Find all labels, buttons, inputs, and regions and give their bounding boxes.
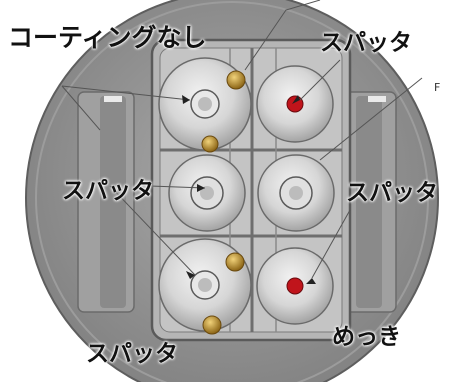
leader-line [311,209,351,279]
brass-pin [202,315,222,335]
left-bracket-highlight [104,96,122,102]
right-bracket-highlight [368,96,386,102]
leader-line [244,0,321,71]
right-bracket-slot [356,96,382,308]
arrow-head [197,184,205,192]
leader-line [149,185,206,189]
label-no-coating: コーティングなし [8,23,207,52]
label-plating: めっき [332,324,401,350]
roller-top-right [256,65,334,143]
roller-top-left [158,57,252,153]
arrow-head [292,95,300,104]
label-sputter-mid-right: スパッタ [346,180,438,206]
brass-pin [226,70,246,90]
roller-middle-left [168,154,246,232]
leader-line [61,85,191,101]
roller-middle-right [257,154,335,232]
label-sputter-bottom-left: スパッタ [86,341,178,367]
arrow-head [306,278,316,284]
leader-line [299,59,341,101]
label-edge-letter: F [434,81,441,94]
roller-bottom-right [256,247,334,325]
leader-line [109,185,196,276]
label-sputter-mid-left: スパッタ [62,178,154,204]
chamber-inner-ring [35,1,429,386]
arrow-head [186,271,195,279]
arrow-head [182,95,190,104]
left-bracket-slot [100,96,126,308]
brass-pin [225,252,245,272]
brass-pin [201,135,219,153]
leader-line [61,85,101,131]
leader-line [319,77,423,161]
label-sputter-top-right: スパッタ [320,30,412,56]
